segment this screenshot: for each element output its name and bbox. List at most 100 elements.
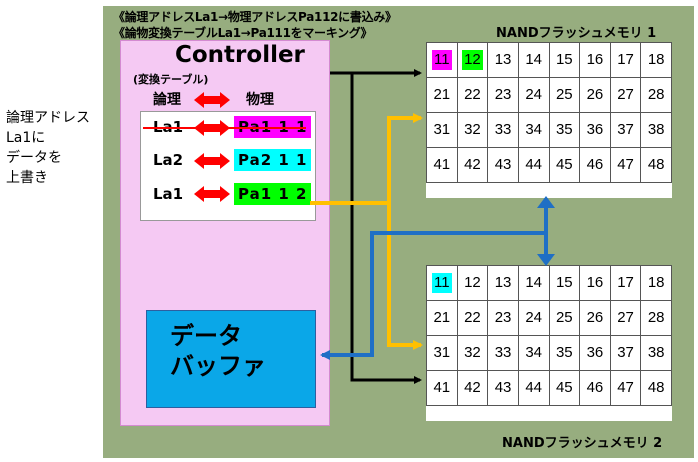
page-number: 33	[494, 121, 512, 138]
page-cell: 34	[517, 112, 550, 148]
page-cell: 45	[548, 147, 581, 183]
page-number: 45	[555, 156, 573, 173]
page-cell: 11	[426, 42, 458, 78]
page-number: 27	[617, 86, 634, 103]
page-number: 33	[494, 344, 512, 361]
page-number: 37	[617, 344, 634, 361]
page-cell: 22	[456, 300, 489, 336]
page-cell: 42	[456, 370, 489, 406]
page-number: 31	[433, 344, 451, 361]
column-physical-label: 物理	[246, 92, 274, 108]
controller-title: Controller	[175, 42, 305, 68]
page-number: 35	[555, 344, 573, 361]
page-number: 38	[647, 344, 665, 361]
page-number: 35	[555, 121, 573, 138]
side-note-line: La1に	[6, 130, 46, 146]
page-number: 28	[647, 86, 665, 103]
page-number: 15	[555, 274, 573, 291]
page-number: 25	[555, 86, 573, 103]
page-cell: 31	[426, 335, 458, 371]
page-number: 24	[525, 309, 543, 326]
page-number: 12	[462, 50, 483, 70]
page-number: 38	[647, 121, 665, 138]
side-note: 論理アドレス La1に データを 上書き	[6, 108, 106, 188]
page-cell: 28	[640, 77, 672, 113]
page-cell: 27	[609, 77, 642, 113]
side-note-line: データを	[6, 150, 62, 166]
page-cell: 27	[609, 300, 642, 336]
page-cell: 36	[579, 335, 611, 371]
table-row-logical: La1	[153, 185, 184, 203]
page-number: 42	[464, 156, 481, 173]
page-cell: 41	[426, 147, 458, 183]
page-cell: 13	[487, 265, 519, 301]
page-number: 26	[586, 86, 604, 103]
page-cell: 46	[579, 147, 611, 183]
page-number: 25	[555, 309, 573, 326]
page-number: 36	[586, 121, 604, 138]
page-cell: 14	[517, 265, 550, 301]
page-number: 43	[494, 379, 512, 396]
page-number: 28	[647, 309, 665, 326]
page-number: 17	[617, 51, 634, 68]
table-row-logical: La2	[153, 151, 184, 169]
control-line	[330, 69, 422, 384]
page-number: 22	[464, 86, 481, 103]
conversion-table-label: (変換テーブル)	[133, 73, 209, 86]
header-line-2: 《論物変換テーブルLa1→Pa111をマーキング》	[113, 26, 373, 40]
page-number: 16	[586, 51, 604, 68]
page-cell: 33	[487, 335, 519, 371]
page-cell: 34	[517, 335, 550, 371]
write-path-arrow	[310, 113, 423, 350]
page-number: 26	[586, 309, 604, 326]
page-cell: 45	[548, 370, 581, 406]
page-number: 11	[432, 273, 452, 293]
page-cell: 17	[609, 265, 642, 301]
side-note-line: 上書き	[6, 170, 48, 186]
page-cell: 21	[426, 300, 458, 336]
data-buffer-label-line: データ	[170, 322, 242, 350]
page-cell: 37	[609, 335, 642, 371]
page-number: 13	[494, 274, 512, 291]
page-cell: 24	[517, 77, 550, 113]
page-number: 12	[464, 274, 481, 291]
page-cell: 43	[487, 370, 519, 406]
side-note-line: 論理アドレス	[6, 110, 90, 126]
page-cell: 26	[579, 77, 611, 113]
page-cell: 44	[517, 147, 550, 183]
page-number: 18	[647, 51, 665, 68]
page-number: 23	[494, 86, 512, 103]
page-number: 44	[525, 379, 543, 396]
page-number: 24	[525, 86, 543, 103]
data-buffer-label: データ バッファ	[170, 321, 266, 381]
page-cell: 47	[609, 370, 642, 406]
read-path-arrow	[320, 196, 555, 360]
page-number: 44	[525, 156, 543, 173]
page-cell: 11	[426, 265, 458, 301]
page-cell: 48	[640, 370, 672, 406]
page-number: 45	[555, 379, 573, 396]
page-cell: 48	[640, 147, 672, 183]
page-number: 18	[647, 274, 665, 291]
page-cell: 35	[548, 335, 581, 371]
column-logical-label: 論理	[153, 92, 181, 108]
page-number: 15	[555, 51, 573, 68]
page-cell: 25	[548, 300, 581, 336]
page-cell: 43	[487, 147, 519, 183]
page-cell: 31	[426, 112, 458, 148]
page-cell: 35	[548, 112, 581, 148]
row-double-arrow	[194, 120, 230, 202]
page-number: 46	[586, 156, 604, 173]
page-number: 42	[464, 379, 481, 396]
page-cell: 46	[579, 370, 611, 406]
page-number: 37	[617, 121, 634, 138]
page-number: 13	[494, 51, 512, 68]
page-number: 46	[586, 379, 604, 396]
page-number: 48	[647, 379, 665, 396]
